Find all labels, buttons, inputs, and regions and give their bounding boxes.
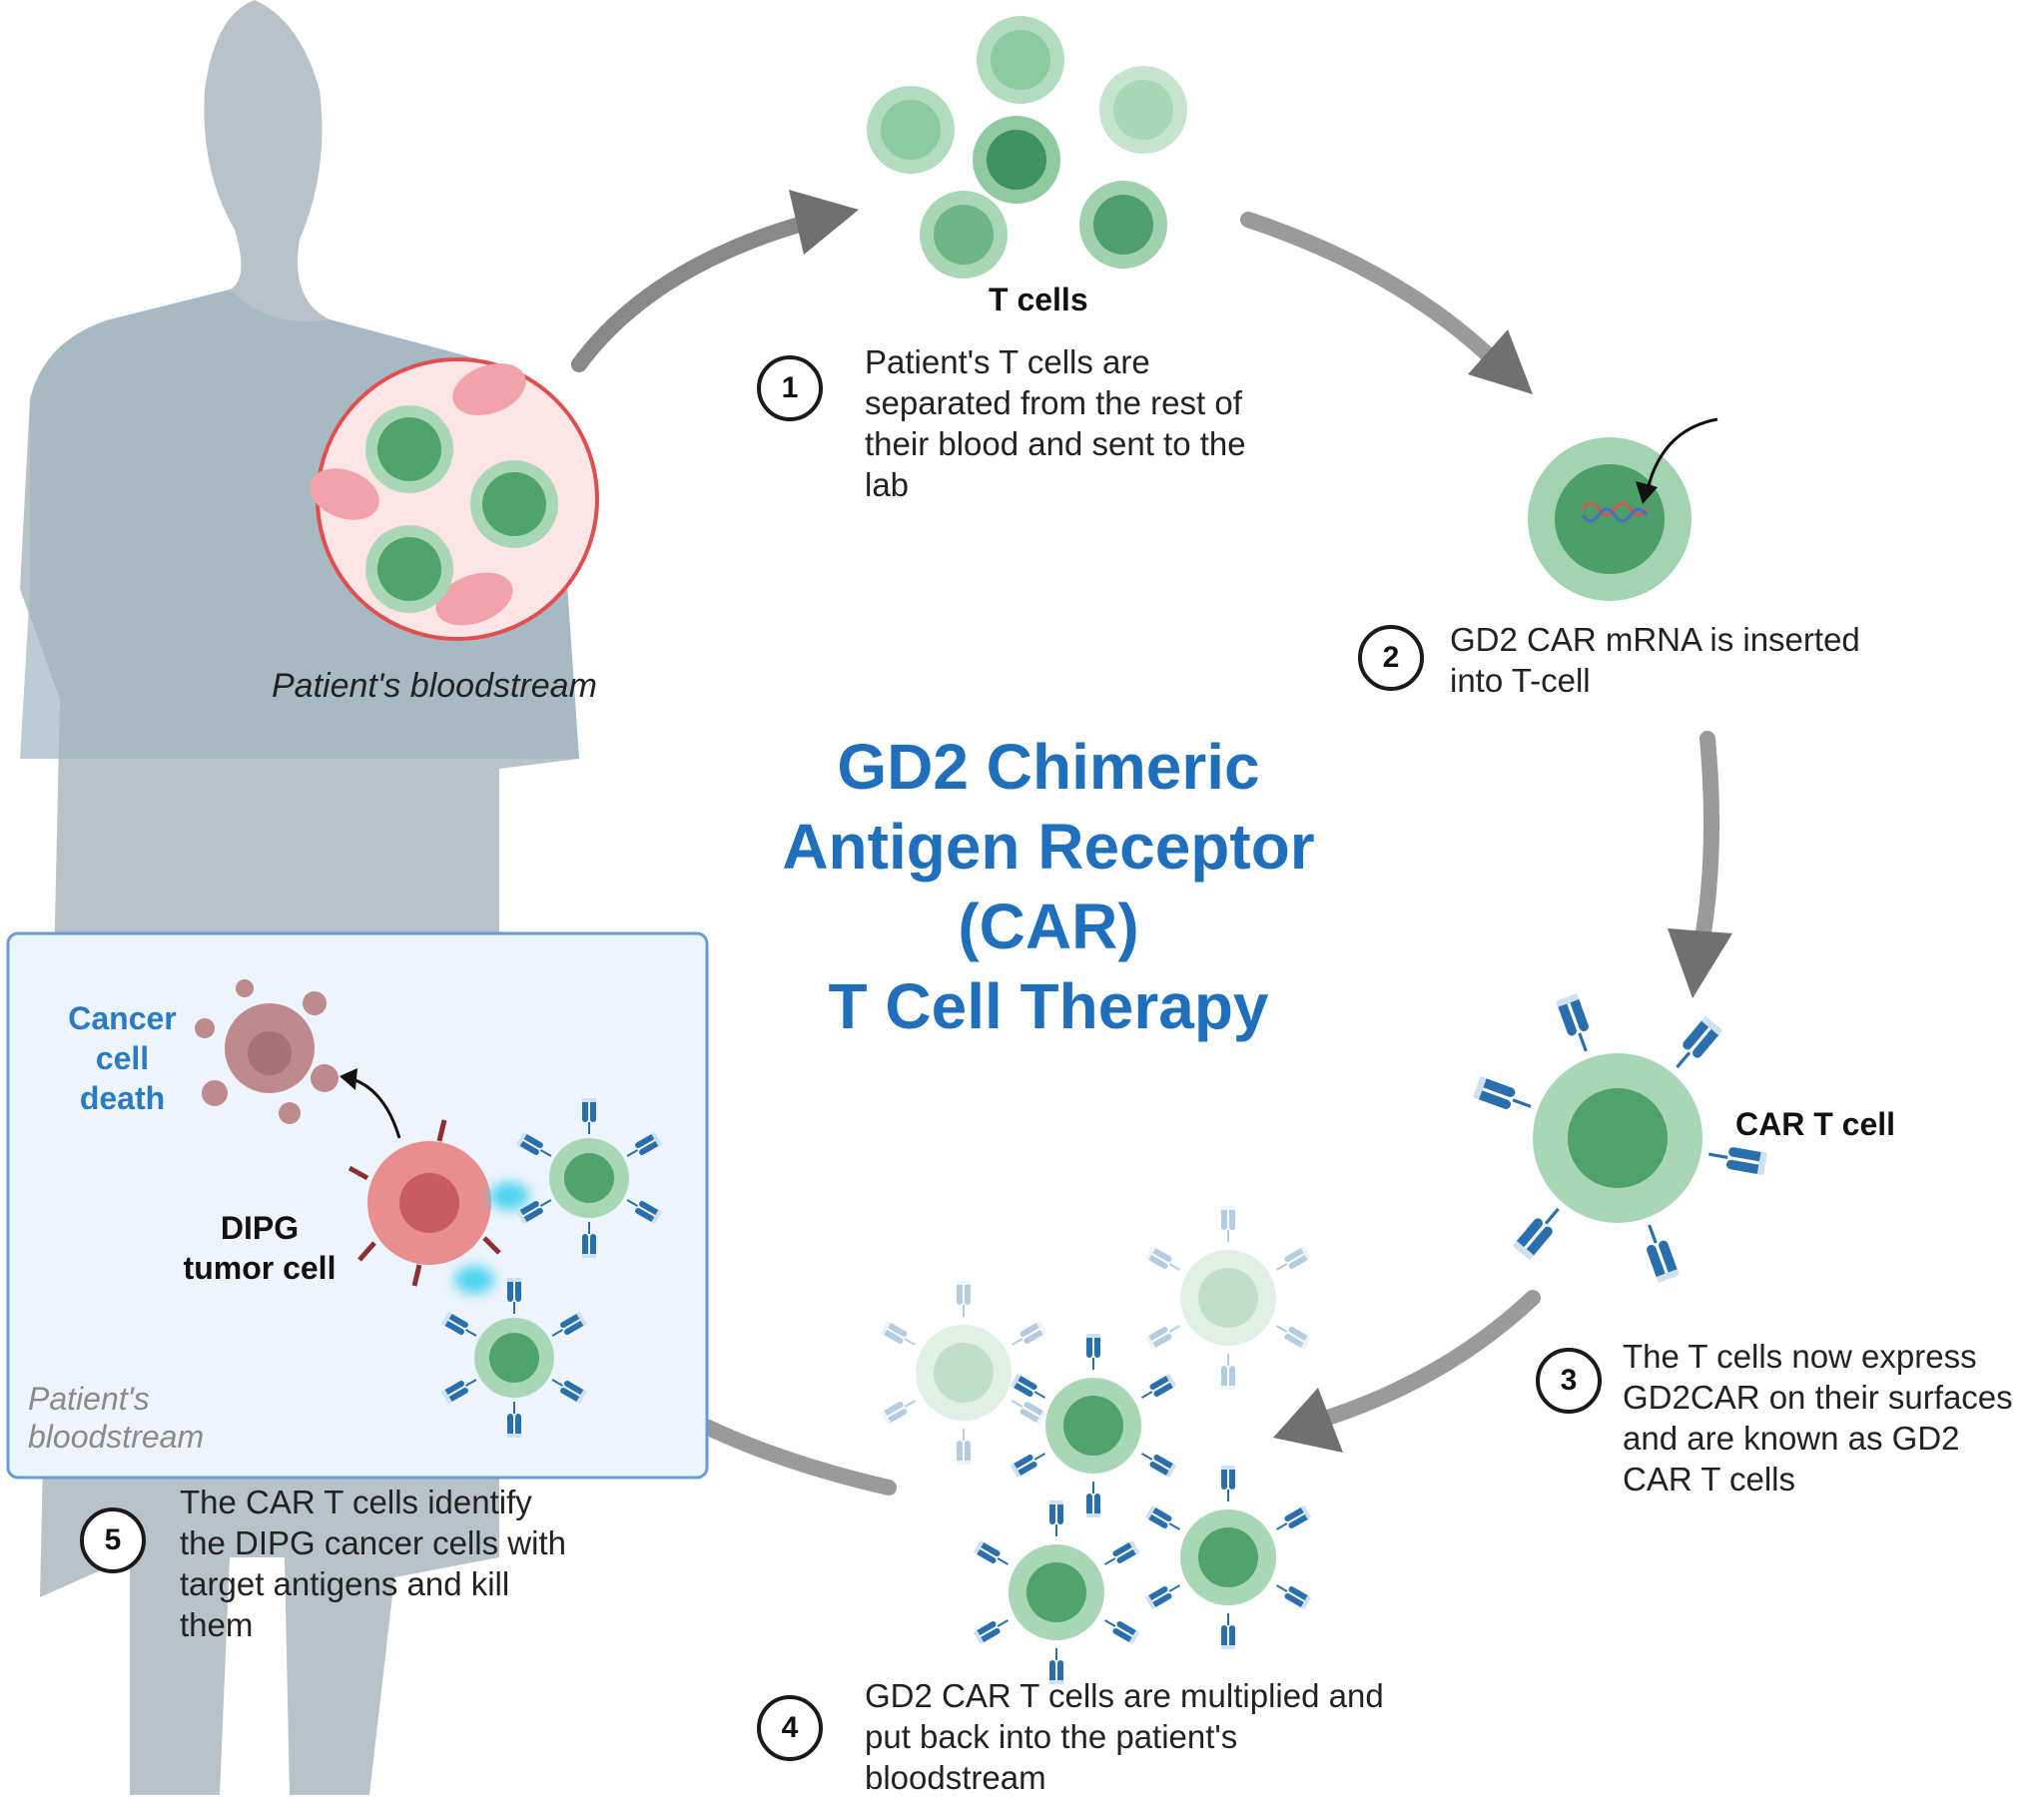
- inset-bloodstream-label: Patient's bloodstream: [28, 1380, 204, 1456]
- text-line: GD2CAR on their surfaces: [1623, 1379, 2013, 1416]
- title-line: Antigen Receptor: [782, 811, 1315, 883]
- car-t-cell-label: CAR T cell: [1735, 1106, 1896, 1142]
- t-cell-with-mrna: [1528, 417, 1718, 601]
- step-4-number: 4: [757, 1695, 823, 1761]
- dead-cancer-cell: [195, 979, 339, 1124]
- title-line: T Cell Therapy: [828, 970, 1269, 1042]
- car-t-cell: [1471, 991, 1769, 1285]
- t-cell: [470, 460, 558, 548]
- step-1-text: Patient's T cells are separated from the…: [865, 341, 1246, 505]
- label-line: Patient's: [28, 1381, 150, 1417]
- text-line: separated from the rest of: [865, 384, 1242, 421]
- bloodstream-label: Patient's bloodstream: [272, 667, 597, 705]
- t-cell-cluster: [867, 16, 1187, 279]
- step-2-text: GD2 CAR mRNA is inserted into T-cell: [1450, 619, 1860, 701]
- diagram-title: GD2 Chimeric Antigen Receptor (CAR) T Ce…: [699, 727, 1398, 1046]
- bloodstream-inset: [6, 931, 709, 1480]
- text-line: The T cells now express: [1623, 1338, 1977, 1375]
- t-cell: [365, 405, 453, 493]
- multiplied-car-t-cells: [879, 1205, 1313, 1685]
- text-line: GD2 CAR T cells are multiplied and: [865, 1677, 1384, 1714]
- dipg-tumor-cell: [347, 1119, 501, 1287]
- bloodstream-zoom-circle: [310, 357, 599, 641]
- text-line: put back into the patient's: [865, 1718, 1238, 1755]
- text-line: lab: [865, 466, 910, 503]
- text-line: Patient's T cells are: [865, 343, 1150, 380]
- text-line: target antigens and kill: [180, 1565, 510, 1602]
- cancer-cell-death-label: Cancer cell death: [55, 998, 190, 1118]
- text-line: into T-cell: [1450, 662, 1591, 699]
- text-line: GD2 CAR mRNA is inserted: [1450, 621, 1860, 658]
- text-line: and are known as GD2: [1623, 1420, 1960, 1457]
- text-line: bloodstream: [865, 1759, 1046, 1796]
- text-line: the DIPG cancer cells with: [180, 1524, 566, 1561]
- text-line: them: [180, 1606, 254, 1643]
- label-line: bloodstream: [28, 1419, 205, 1455]
- step-3-number: 3: [1536, 1348, 1602, 1414]
- label-line: cell: [95, 1040, 150, 1076]
- text-line: The CAR T cells identify: [180, 1484, 532, 1520]
- step-5-number: 5: [80, 1507, 146, 1573]
- label-line: tumor cell: [183, 1250, 337, 1286]
- title-line: (CAR): [958, 891, 1139, 962]
- text-line: CAR T cells: [1623, 1461, 1795, 1498]
- t-cell: [365, 525, 453, 613]
- label-line: DIPG: [220, 1210, 300, 1246]
- label-line: Cancer: [68, 1000, 177, 1036]
- dipg-tumor-cell-label: DIPG tumor cell: [175, 1208, 344, 1288]
- text-line: their blood and sent to the: [865, 425, 1246, 462]
- step-5-text: The CAR T cells identify the DIPG cancer…: [180, 1482, 566, 1645]
- step-1-number: 1: [757, 355, 823, 421]
- step-3-text: The T cells now express GD2CAR on their …: [1623, 1336, 2013, 1499]
- title-line: GD2 Chimeric: [837, 731, 1260, 803]
- label-line: death: [79, 1080, 166, 1116]
- step-4-text: GD2 CAR T cells are multiplied and put b…: [865, 1675, 1384, 1798]
- step-2-number: 2: [1358, 625, 1424, 691]
- t-cells-label: T cells: [989, 282, 1088, 317]
